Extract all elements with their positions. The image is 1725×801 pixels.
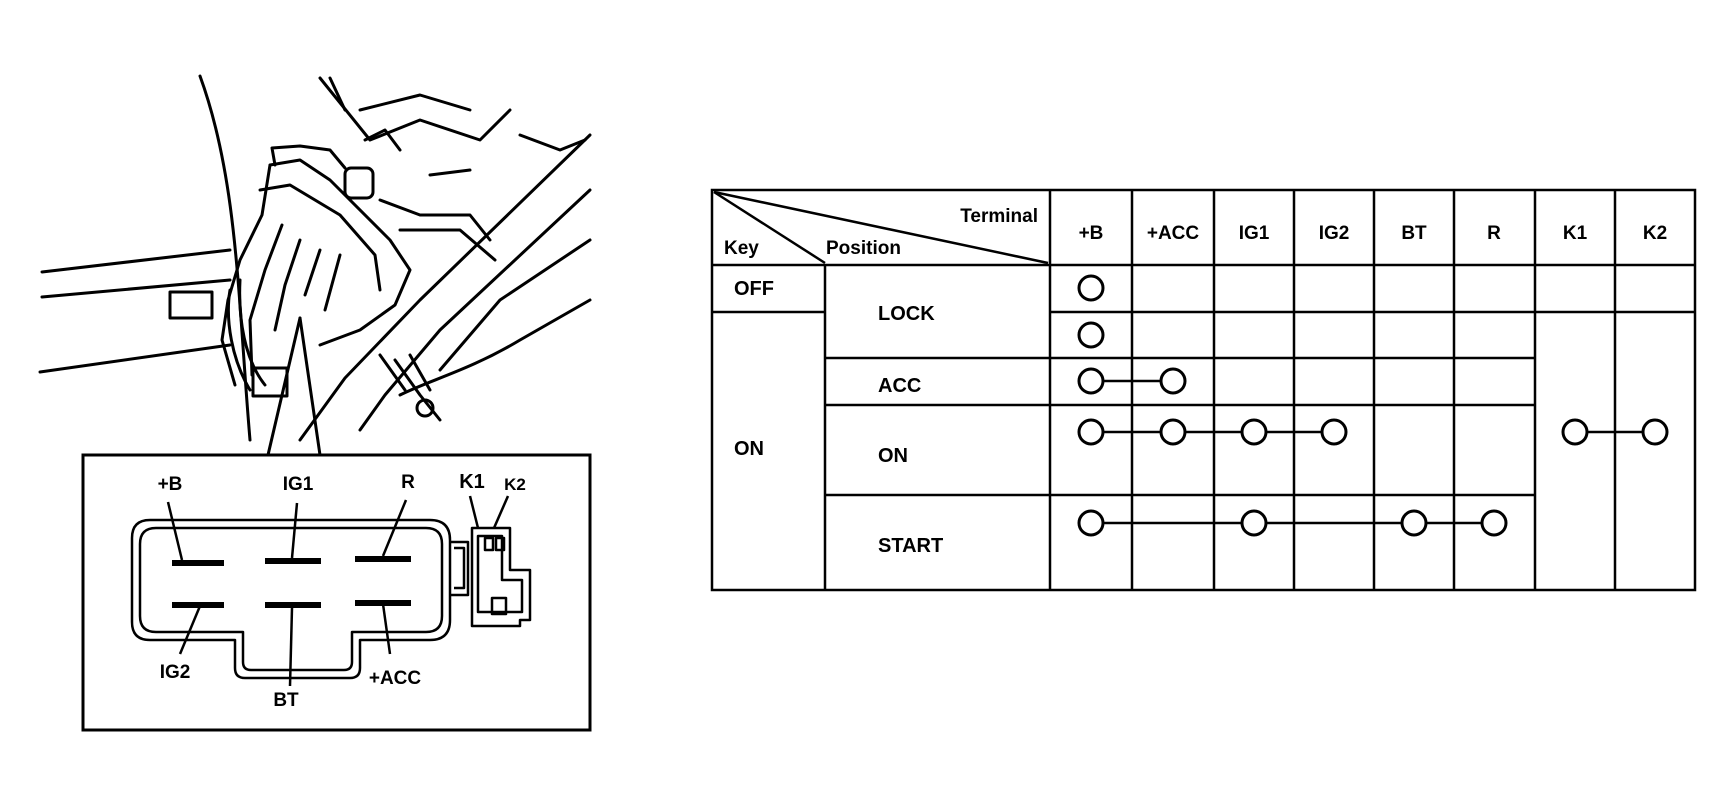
continuity-mark-start: [1480, 509, 1508, 537]
column-header: K2: [1643, 223, 1667, 244]
continuity-mark-acc: [1077, 367, 1105, 395]
connector-label-k1: K1: [459, 471, 485, 493]
continuity-mark-key-in: [1561, 418, 1589, 446]
continuity-mark-start: [1240, 509, 1268, 537]
column-header: K1: [1563, 223, 1588, 244]
continuity-marks: [1077, 274, 1669, 537]
continuity-mark-on: [1320, 418, 1348, 446]
corner-label-key: Key: [724, 238, 759, 259]
pin-b: [172, 560, 224, 566]
connector-label-bt: BT: [273, 690, 299, 711]
column-header: +ACC: [1147, 223, 1200, 244]
steering-column-illustration: [38, 74, 592, 457]
pin-ig2: [172, 602, 224, 608]
corner-label-position: Position: [826, 238, 901, 259]
connector-label-b: +B: [158, 474, 183, 495]
connector-pins: [172, 556, 411, 608]
column-headers: +B +ACC IG1 IG2 BT R K1 K2: [1079, 223, 1668, 244]
column-header: +B: [1079, 223, 1104, 244]
connector-label-r: R: [401, 472, 415, 493]
column-header: R: [1487, 223, 1501, 244]
continuity-mark-acc: [1159, 367, 1187, 395]
connector-label-ig2: IG2: [160, 662, 191, 683]
connector-labels: +B IG1 R K1 K2 IG2 BT +ACC: [158, 471, 526, 711]
connector-label-k2: K2: [504, 475, 526, 494]
continuity-mark-start: [1077, 509, 1105, 537]
connector-outline: [130, 518, 532, 680]
connector-leaders: [166, 495, 510, 687]
pin-r: [355, 556, 411, 562]
pin-acc: [355, 600, 411, 606]
key-state-on: ON: [734, 438, 764, 460]
column-header: IG2: [1319, 223, 1350, 244]
continuity-mark-on: [1159, 418, 1187, 446]
pin-bt: [265, 602, 321, 608]
position-on: ON: [878, 445, 908, 467]
continuity-mark-start: [1400, 509, 1428, 537]
continuity-mark-on: [1240, 418, 1268, 446]
position-lock: LOCK: [878, 303, 935, 325]
pin-ig1: [265, 558, 321, 564]
continuity-mark-key-in: [1641, 418, 1669, 446]
position-acc: ACC: [878, 375, 921, 397]
connector-label-ig1: IG1: [283, 474, 314, 495]
corner-label-terminal: Terminal: [960, 206, 1038, 227]
continuity-mark-off-lock: [1077, 274, 1105, 302]
connector-label-acc: +ACC: [369, 668, 422, 689]
key-state-off: OFF: [734, 278, 774, 300]
continuity-table: [710, 188, 1697, 592]
continuity-mark-on-lock: [1077, 321, 1105, 349]
position-start: START: [878, 535, 943, 557]
continuity-mark-on: [1077, 418, 1105, 446]
connector-zoom-box: [81, 453, 592, 732]
column-header: BT: [1401, 223, 1427, 244]
column-header: IG1: [1239, 223, 1270, 244]
